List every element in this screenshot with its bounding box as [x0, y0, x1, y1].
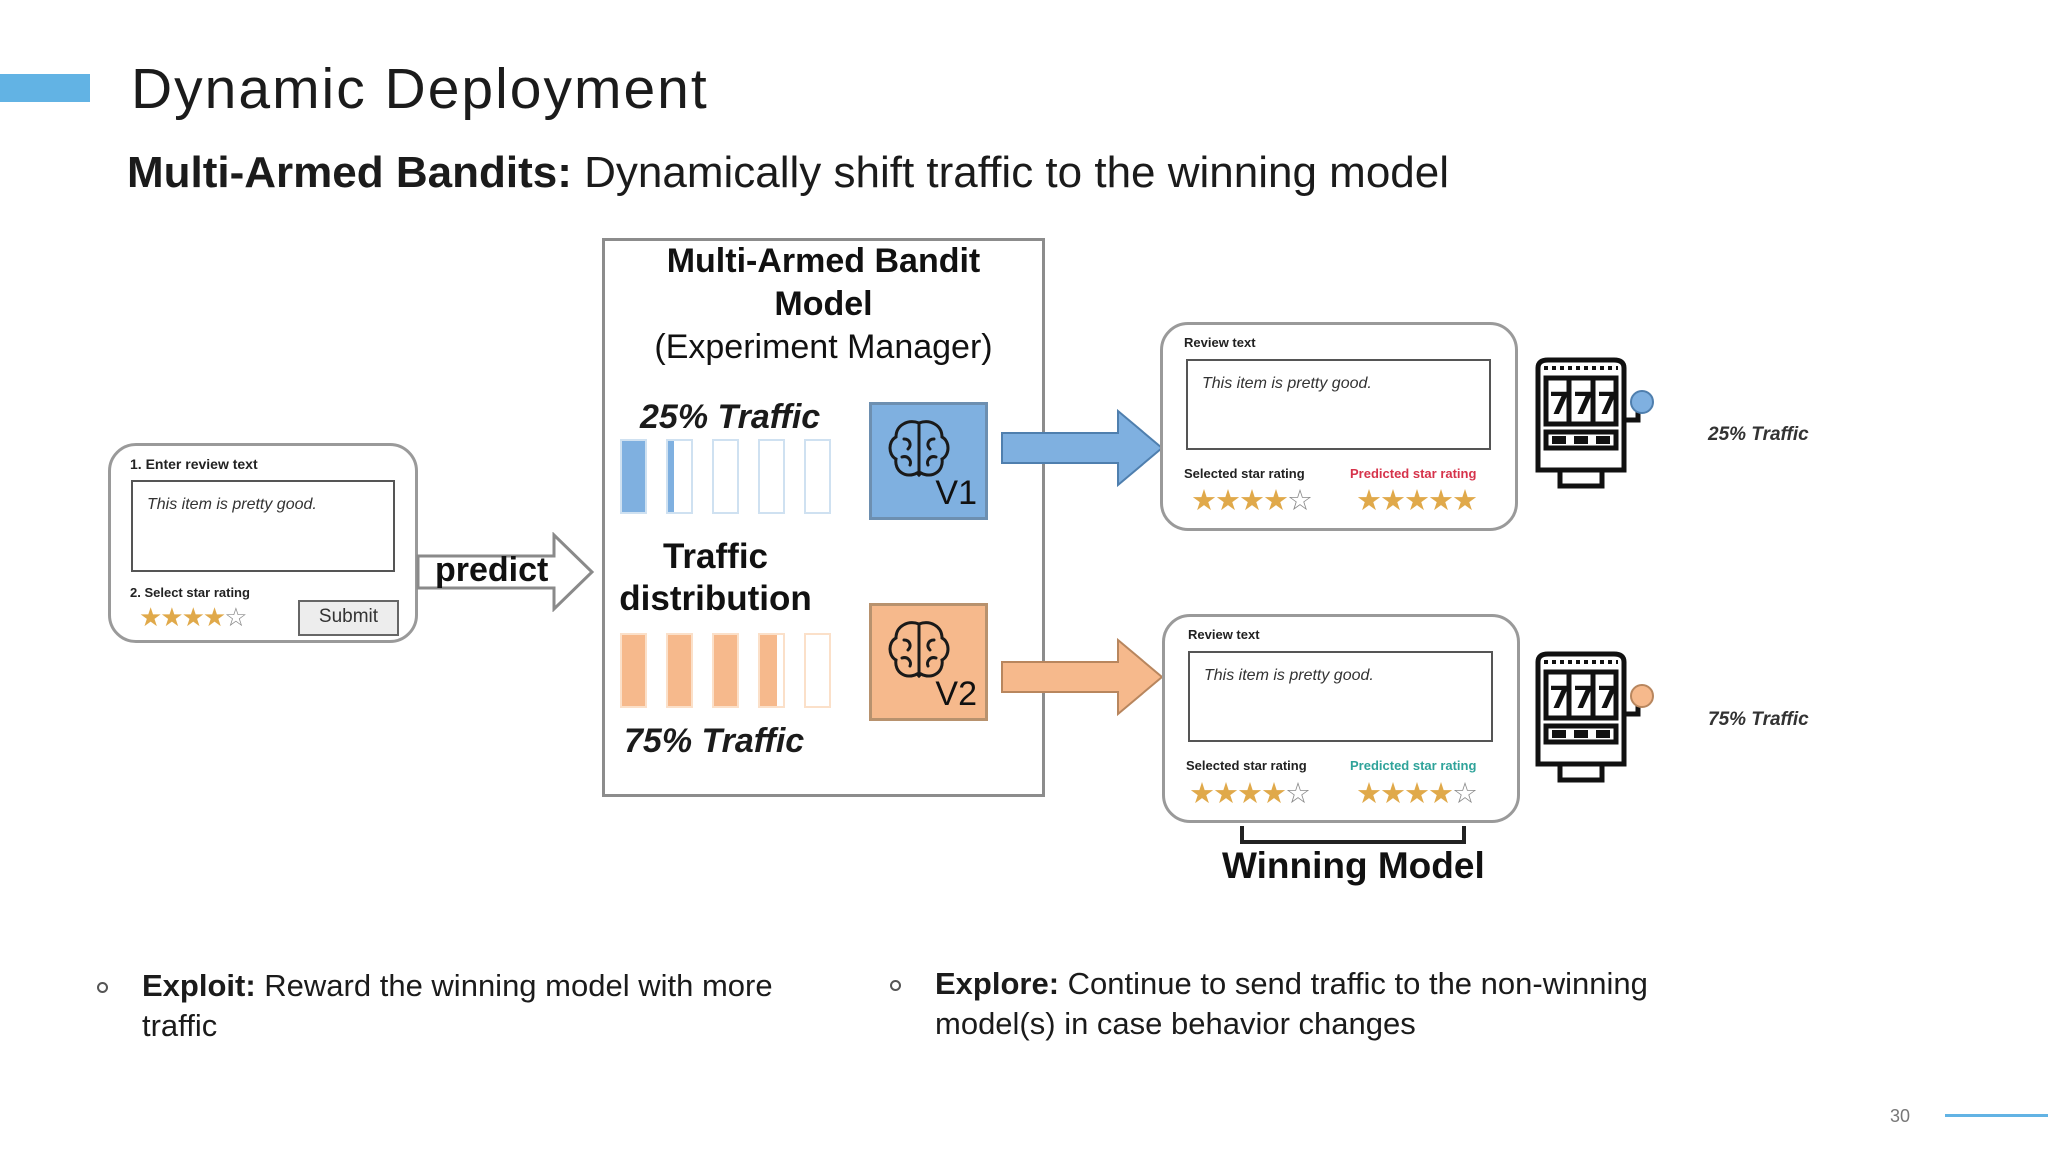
bandit-title-line1: Multi-Armed Bandit: [666, 242, 981, 280]
traffic-bar: [712, 633, 739, 708]
predict-label: predict: [435, 551, 549, 589]
svg-text:7: 7: [1597, 387, 1618, 422]
review-text-input[interactable]: This item is pretty good.: [131, 480, 395, 572]
winning-model-label: Winning Model: [1222, 845, 1485, 886]
svg-text:7: 7: [1573, 681, 1594, 716]
predict-arrow: [416, 532, 595, 612]
bullet-marker: [890, 980, 901, 991]
bullet-explore-text: Continue to send traffic to the non-winn…: [935, 966, 1648, 1041]
v2-traffic-label: 75% Traffic: [624, 722, 805, 760]
selected-star-rating: ★★★★☆: [1191, 485, 1313, 517]
input-stars-filled: ★★★★: [139, 602, 226, 632]
svg-text:7: 7: [1549, 387, 1570, 422]
winning-model-bracket: [1240, 826, 1466, 844]
traffic-distribution-line1: Traffic: [662, 537, 769, 576]
model-v2-label: V2: [935, 675, 977, 713]
bullet-exploit-text: Reward the winning model with more traff…: [142, 968, 773, 1043]
v1-traffic-bars: [620, 439, 840, 514]
review-output-card-v1: Review text This item is pretty good. Se…: [1160, 322, 1518, 531]
brain-icon: [888, 420, 950, 478]
predicted-stars-filled: ★★★★★: [1356, 485, 1478, 517]
right-traffic-label-v2: 75% Traffic: [1708, 709, 1809, 730]
traffic-bar-fill: [760, 635, 778, 706]
bullet-explore-bold: Explore:: [935, 966, 1060, 1001]
traffic-distribution-line2: distribution: [619, 579, 812, 618]
bullet-exploit: Exploit: Reward the winning model with m…: [142, 966, 822, 1046]
selected-stars-empty: ☆: [1287, 485, 1313, 517]
input-stars-empty: ☆: [224, 602, 247, 632]
review-text-label: Review text: [1184, 335, 1256, 350]
traffic-bar: [620, 439, 647, 514]
selected-rating-label: Selected star rating: [1184, 466, 1305, 481]
bullet-marker: [97, 982, 108, 993]
traffic-bar: [804, 633, 831, 708]
svg-text:7: 7: [1549, 681, 1570, 716]
right-traffic-label-v1: 25% Traffic: [1708, 424, 1809, 445]
svg-text:7: 7: [1573, 387, 1594, 422]
v1-traffic-label: 25% Traffic: [640, 398, 821, 436]
subtitle-rest: Dynamically shift traffic to the winning…: [571, 148, 1450, 197]
traffic-bar-fill: [714, 635, 737, 706]
predicted-star-rating: ★★★★☆: [1356, 778, 1478, 810]
v2-traffic-bars: [620, 633, 840, 708]
bullet-explore: Explore: Continue to send traffic to the…: [935, 964, 1655, 1044]
predicted-rating-label: Predicted star rating: [1350, 758, 1477, 773]
slide-title: Dynamic Deployment: [131, 57, 709, 121]
v1-output-arrow: [1001, 408, 1164, 488]
traffic-bar: [804, 439, 831, 514]
review-text-output: This item is pretty good.: [1186, 359, 1491, 450]
predicted-stars-empty: ☆: [1452, 778, 1478, 810]
brain-icon: [888, 621, 950, 679]
review-input-card: 1. Enter review text This item is pretty…: [108, 443, 418, 643]
bandit-subtitle: (Experiment Manager): [654, 328, 993, 366]
traffic-bar: [758, 439, 785, 514]
bandit-title-line2: Model: [774, 285, 873, 323]
predicted-stars-filled: ★★★★: [1356, 778, 1454, 810]
traffic-bar: [712, 439, 739, 514]
submit-button[interactable]: Submit: [298, 600, 399, 636]
bullet-exploit-bold: Exploit:: [142, 968, 256, 1003]
traffic-bar: [666, 439, 693, 514]
model-v1-tile: V1: [869, 402, 988, 520]
footer-accent-line: [1945, 1114, 2048, 1117]
v2-output-arrow: [1001, 637, 1164, 717]
review-output-card-v2: Review text This item is pretty good. Se…: [1162, 614, 1520, 823]
review-text-output: This item is pretty good.: [1188, 651, 1493, 742]
traffic-bar-fill: [622, 441, 645, 512]
subtitle-bold: Multi-Armed Bandits:: [127, 148, 572, 197]
model-v1-label: V1: [935, 474, 977, 512]
model-v2-tile: V2: [869, 603, 988, 721]
traffic-bar-fill: [668, 635, 691, 706]
page-number: 30: [1890, 1106, 1911, 1126]
step1-label: 1. Enter review text: [130, 456, 258, 472]
selected-stars-filled: ★★★★: [1191, 485, 1289, 517]
selected-stars-filled: ★★★★: [1189, 778, 1287, 810]
accent-bar: [0, 74, 90, 102]
svg-text:7: 7: [1597, 681, 1618, 716]
traffic-bar-fill: [668, 441, 674, 512]
traffic-bar-fill: [622, 635, 645, 706]
review-text-label: Review text: [1188, 627, 1260, 642]
slide-subtitle: Multi-Armed Bandits: Dynamically shift t…: [127, 148, 1449, 198]
traffic-bar: [620, 633, 647, 708]
traffic-bar: [758, 633, 785, 708]
predicted-rating-label: Predicted star rating: [1350, 466, 1477, 481]
selected-rating-label: Selected star rating: [1186, 758, 1307, 773]
input-star-rating[interactable]: ★★★★☆: [139, 602, 248, 632]
selected-star-rating: ★★★★☆: [1189, 778, 1311, 810]
step2-label: 2. Select star rating: [130, 585, 250, 600]
selected-stars-empty: ☆: [1285, 778, 1311, 810]
traffic-bar: [666, 633, 693, 708]
predicted-star-rating: ★★★★★: [1356, 485, 1478, 517]
